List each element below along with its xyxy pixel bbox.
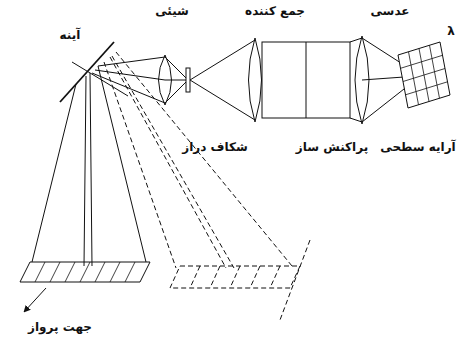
ground-strip <box>20 262 150 282</box>
flight-arrow <box>24 288 46 312</box>
part-label: آینه <box>60 28 81 42</box>
part-label: شکاف دراز <box>182 140 248 154</box>
part-label: عدسی <box>370 4 409 18</box>
area-array <box>398 42 450 108</box>
part-label: پراکنش ساز <box>296 140 368 154</box>
part-label: آرایه سطحی <box>380 140 455 154</box>
part-label: جهت پرواز <box>28 320 92 334</box>
part-label: جمع کننده <box>245 4 305 18</box>
disperser <box>262 42 350 118</box>
mirror-axis <box>72 62 128 96</box>
collector-lens <box>249 38 262 122</box>
part-label: شیئی <box>155 4 189 18</box>
slit <box>186 68 190 92</box>
part-label: λ <box>447 24 455 38</box>
